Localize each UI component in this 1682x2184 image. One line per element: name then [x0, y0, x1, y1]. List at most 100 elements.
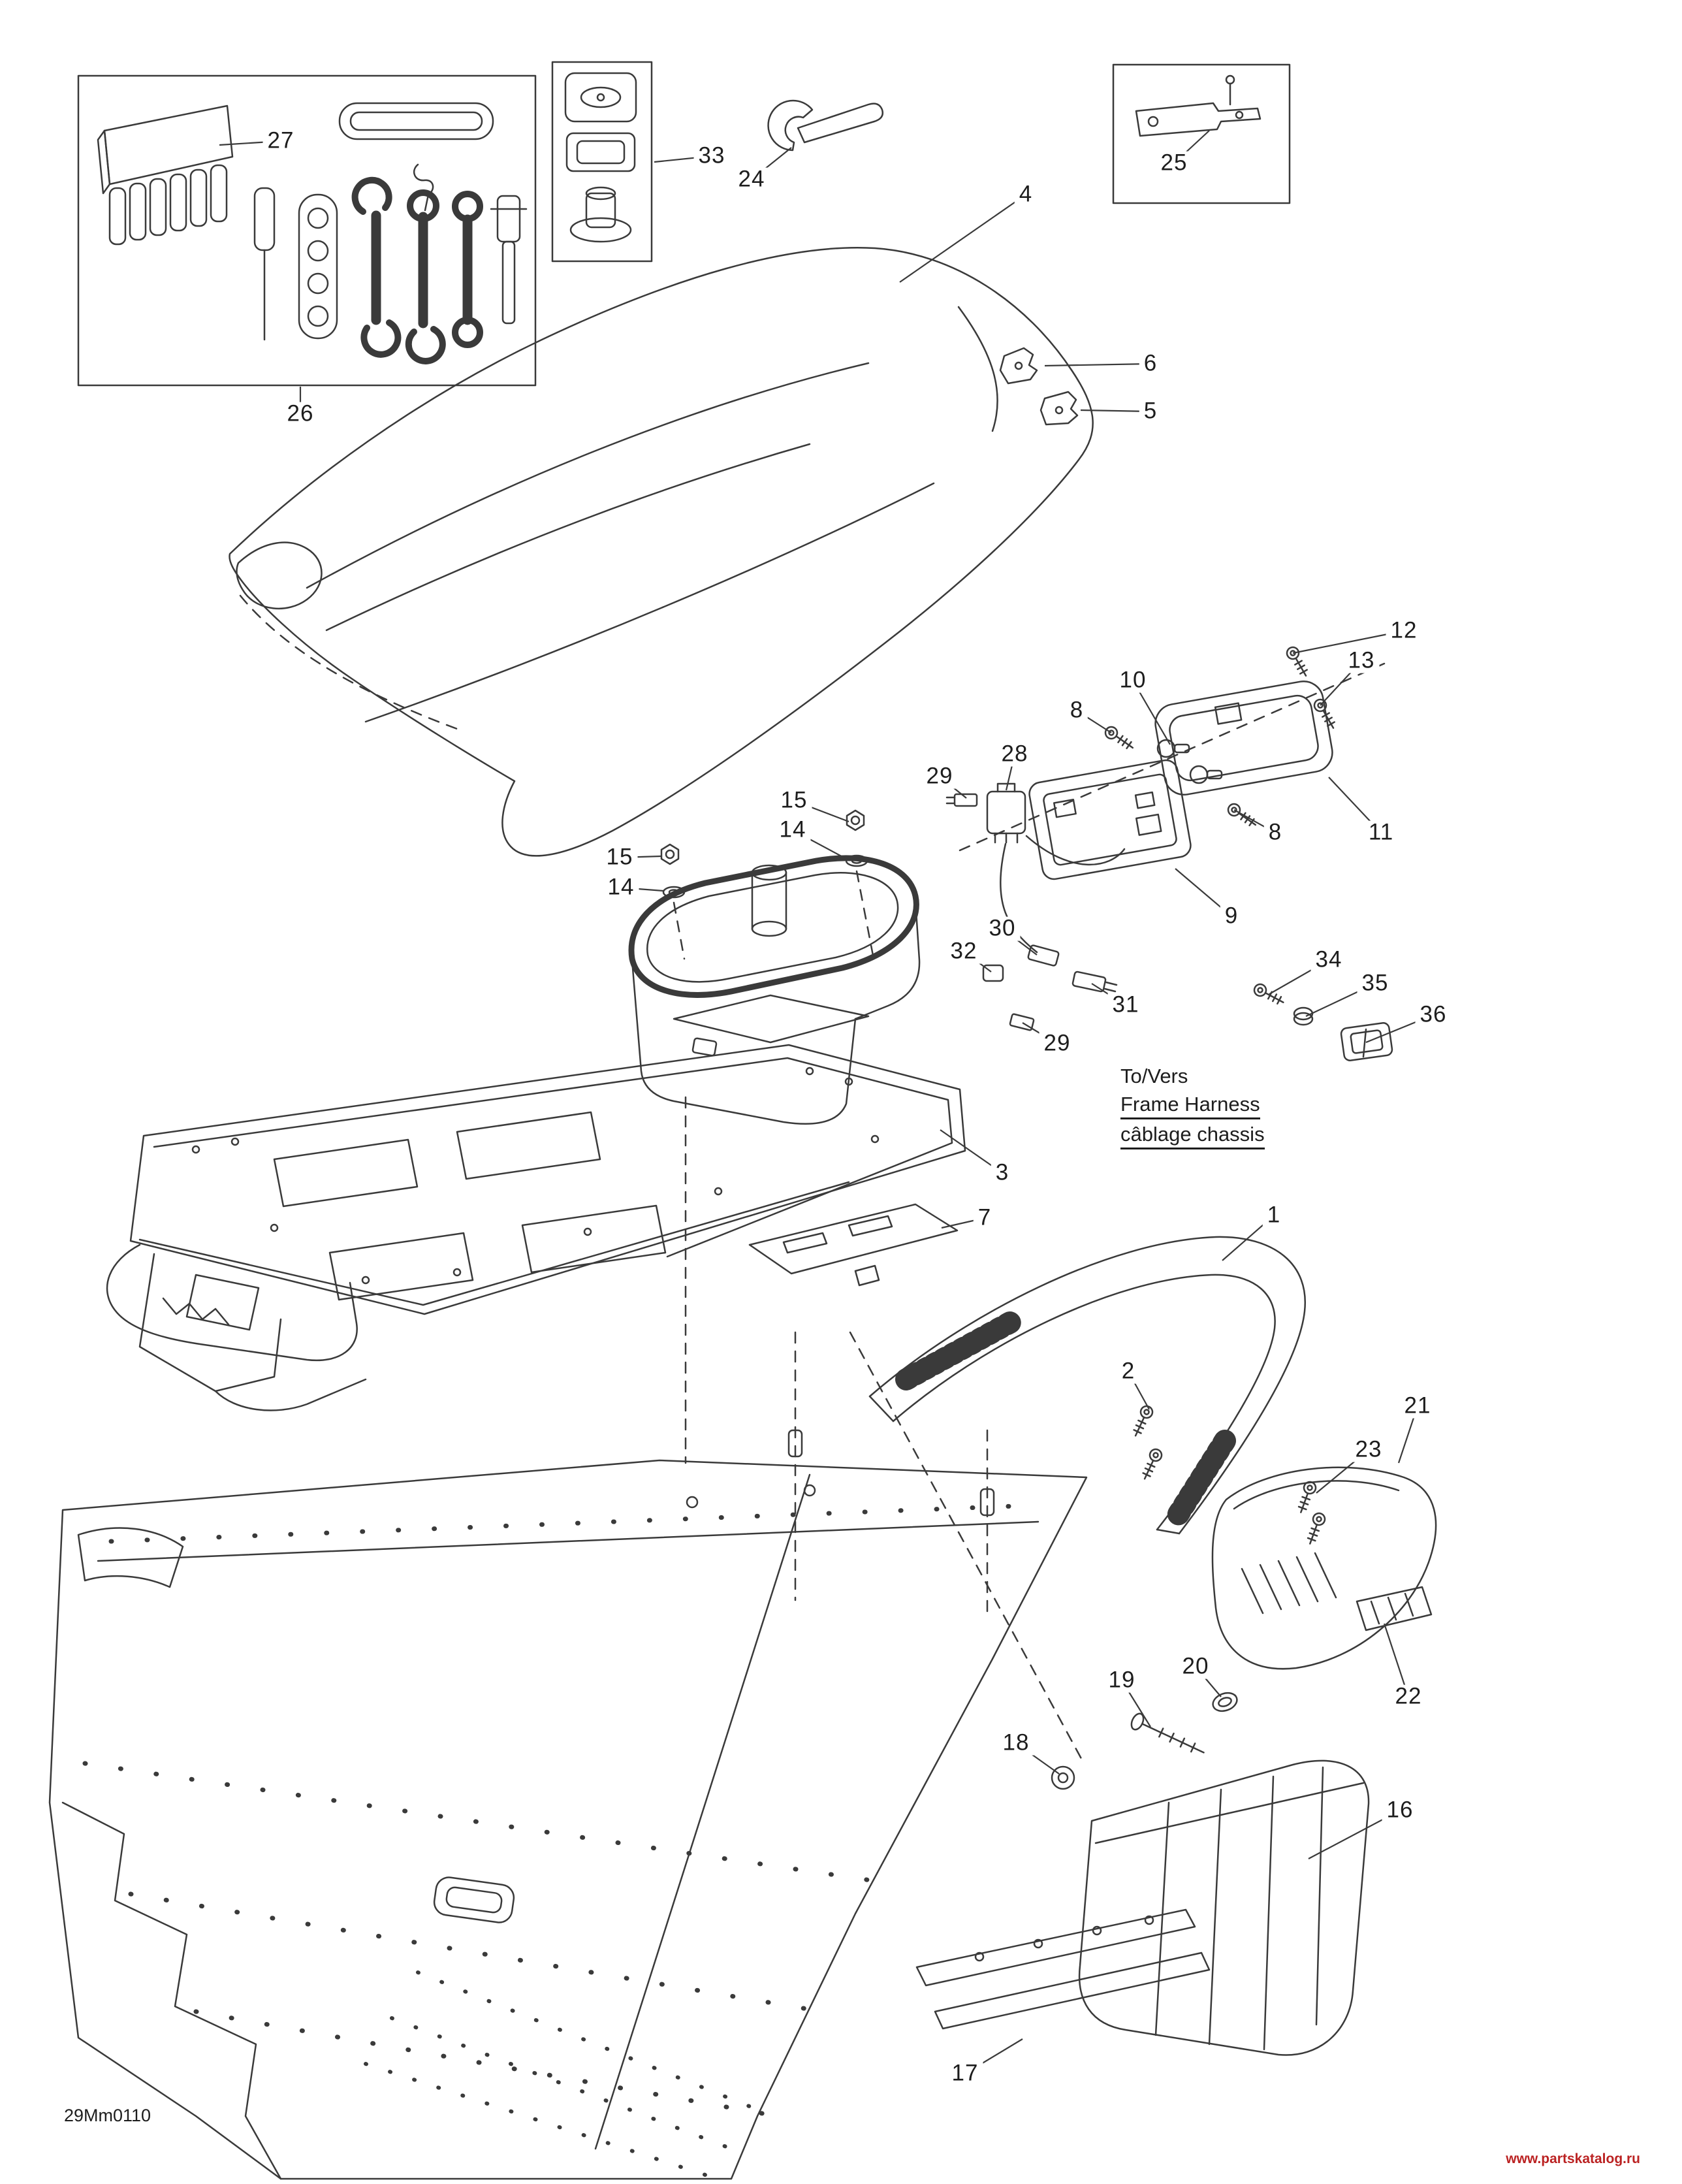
- seat: [229, 247, 1094, 857]
- callout-24: 24: [733, 167, 770, 192]
- callout-14: 14: [603, 875, 639, 900]
- callout-4: 4: [1014, 182, 1038, 207]
- callout-15: 15: [776, 788, 812, 813]
- callout-11: 11: [1363, 820, 1399, 845]
- gasket: [565, 132, 636, 172]
- callout-1: 1: [1262, 1203, 1286, 1228]
- callout-9: 9: [1220, 904, 1243, 929]
- callout-26: 26: [282, 402, 319, 426]
- harness-note-line1: To/Vers: [1120, 1065, 1188, 1087]
- tool-pouch: [97, 104, 234, 246]
- panel-screw-23: [1294, 1479, 1318, 1515]
- drawing-code: 29Mm0110: [64, 2106, 151, 2125]
- box-wrench: [452, 191, 483, 348]
- rear-rack: [106, 1044, 966, 1411]
- callout-28: 28: [996, 742, 1033, 767]
- assembly-axes: [684, 1096, 1085, 1765]
- callout-21: 21: [1399, 1394, 1436, 1419]
- side-panel: [1211, 1466, 1437, 1670]
- gasket-kit-box: [551, 61, 653, 263]
- snow-flap: [1078, 1759, 1370, 2056]
- toolkit-box: [77, 74, 537, 387]
- callout-31: 31: [1107, 993, 1144, 1018]
- fastener: [979, 1488, 995, 1517]
- taillight-axis: [959, 662, 1386, 852]
- callout-20: 20: [1177, 1654, 1214, 1679]
- callout-36: 36: [1415, 1003, 1452, 1027]
- plug-cap: [569, 186, 632, 243]
- callout-35: 35: [1357, 971, 1393, 996]
- callout-30: 30: [984, 916, 1021, 941]
- callout-3: 3: [991, 1161, 1014, 1185]
- callout-33: 33: [693, 144, 730, 169]
- callout-15: 15: [601, 845, 638, 870]
- front-bracket: [106, 1244, 367, 1411]
- callout-19: 19: [1103, 1668, 1140, 1693]
- watermark: www.partskatalog.ru: [1506, 2151, 1640, 2166]
- taillight-lens: [1154, 680, 1333, 796]
- callout-18: 18: [998, 1731, 1034, 1756]
- assembly-axis: [855, 870, 875, 960]
- harness-note-line3: câblage chassis: [1120, 1123, 1265, 1149]
- callout-13: 13: [1343, 649, 1380, 673]
- seat-latch-upper: [999, 347, 1038, 385]
- bumper-grip: [895, 1308, 1027, 1390]
- callout-17: 17: [947, 2061, 983, 2086]
- reflector: [1356, 1586, 1433, 1631]
- callout-32: 32: [945, 939, 982, 964]
- box-cup: [751, 864, 787, 937]
- panel-screw-23: [1303, 1511, 1327, 1547]
- clip-20: [1212, 1692, 1238, 1712]
- connector: [945, 793, 978, 807]
- tunnel: [48, 1459, 1088, 2180]
- harness-wire: [1025, 835, 1126, 865]
- hook-tool: [413, 163, 434, 212]
- callout-10: 10: [1115, 668, 1151, 693]
- callout-29: 29: [921, 764, 958, 789]
- nut-35: [1293, 1006, 1314, 1026]
- callout-2: 2: [1117, 1359, 1140, 1384]
- taillight-housing: [1028, 759, 1192, 880]
- storage-box: [628, 855, 921, 1125]
- bolt-19: [1130, 1712, 1205, 1754]
- fastener: [787, 1429, 803, 1458]
- seat-latch-lower: [1039, 391, 1079, 426]
- callout-29: 29: [1039, 1031, 1075, 1056]
- nut-15: [660, 843, 680, 865]
- callout-6: 6: [1139, 351, 1162, 376]
- open-end-wrench: [351, 176, 402, 358]
- screwdriver: [253, 187, 276, 341]
- harness-note: To/Vers Frame Harness câblage chassis: [1120, 1065, 1265, 1153]
- callout-7: 7: [973, 1206, 996, 1230]
- callout-8: 8: [1065, 698, 1088, 723]
- hook-spanner: [767, 99, 883, 152]
- connector-31: [1071, 971, 1118, 993]
- strap-loop: [338, 102, 494, 140]
- relay: [986, 782, 1026, 844]
- callout-25: 25: [1156, 151, 1192, 176]
- panel-vents: [1241, 1552, 1337, 1614]
- harness-note-line2: Frame Harness: [1120, 1093, 1260, 1119]
- rear-bumper: [868, 1236, 1307, 1535]
- bracket-box: [1112, 63, 1291, 204]
- plug-socket-tool: [490, 195, 528, 325]
- connector-29: [1009, 1013, 1035, 1031]
- bumper-grip: [1164, 1430, 1236, 1530]
- callout-27: 27: [262, 129, 299, 153]
- callout-12: 12: [1386, 618, 1422, 643]
- taillight-screw-13: [1311, 696, 1340, 732]
- assembly-axis: [673, 901, 686, 960]
- combination-wrench: [405, 189, 446, 364]
- clip-36: [1340, 1022, 1393, 1061]
- callout-16: 16: [1382, 1798, 1418, 1823]
- grommet-plate: [564, 72, 637, 123]
- screw-34: [1251, 981, 1287, 1008]
- bumper-bolt-2: [1129, 1403, 1156, 1439]
- tunnel-slot: [433, 1876, 515, 1923]
- bulb: [1189, 765, 1223, 784]
- callout-22: 22: [1390, 1684, 1427, 1709]
- spark-plugs: [108, 164, 228, 246]
- socket-bar: [298, 193, 338, 340]
